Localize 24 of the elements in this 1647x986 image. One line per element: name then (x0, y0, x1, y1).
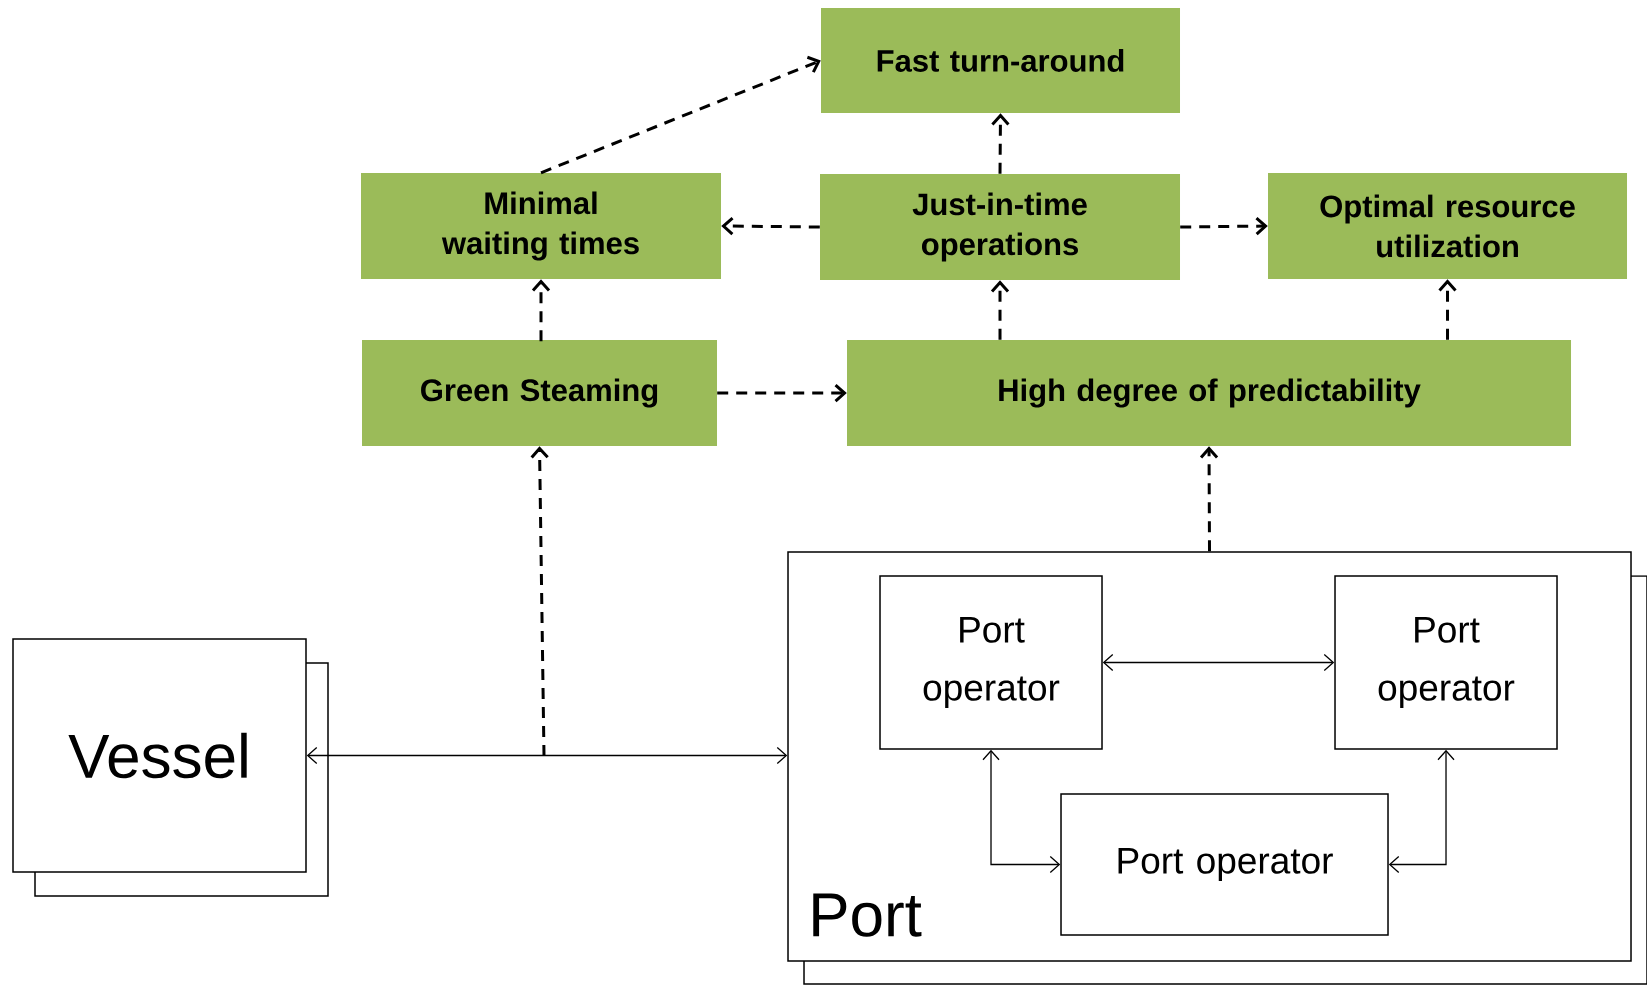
vessel-box: Vessel (12, 638, 329, 897)
goal-box: Green Steaming (362, 340, 717, 446)
arrow (1180, 217, 1268, 236)
arrow (990, 280, 1010, 340)
arrow (530, 446, 549, 757)
goal-box: Fast turn-around (821, 8, 1180, 113)
arrow (306, 746, 788, 765)
arrow (991, 113, 1010, 174)
arrow (540, 55, 821, 175)
goal-box: Optimal resource utilization (1268, 173, 1627, 279)
goal-box: High degree of predictability (847, 340, 1571, 446)
goal-box: Just-in-time operations (820, 174, 1180, 280)
arrow (717, 383, 847, 403)
arrow (1199, 446, 1219, 552)
arrow (1102, 653, 1335, 672)
operator-box: Port operator (879, 575, 1103, 750)
arrow (982, 749, 1061, 874)
operator-box: Port operator (1060, 793, 1389, 936)
arrow (1388, 749, 1455, 874)
arrow (1438, 279, 1457, 340)
arrow (721, 217, 820, 236)
arrow (531, 279, 551, 342)
goal-box: Minimal waiting times (361, 173, 721, 279)
operator-box: Port operator (1334, 575, 1558, 750)
